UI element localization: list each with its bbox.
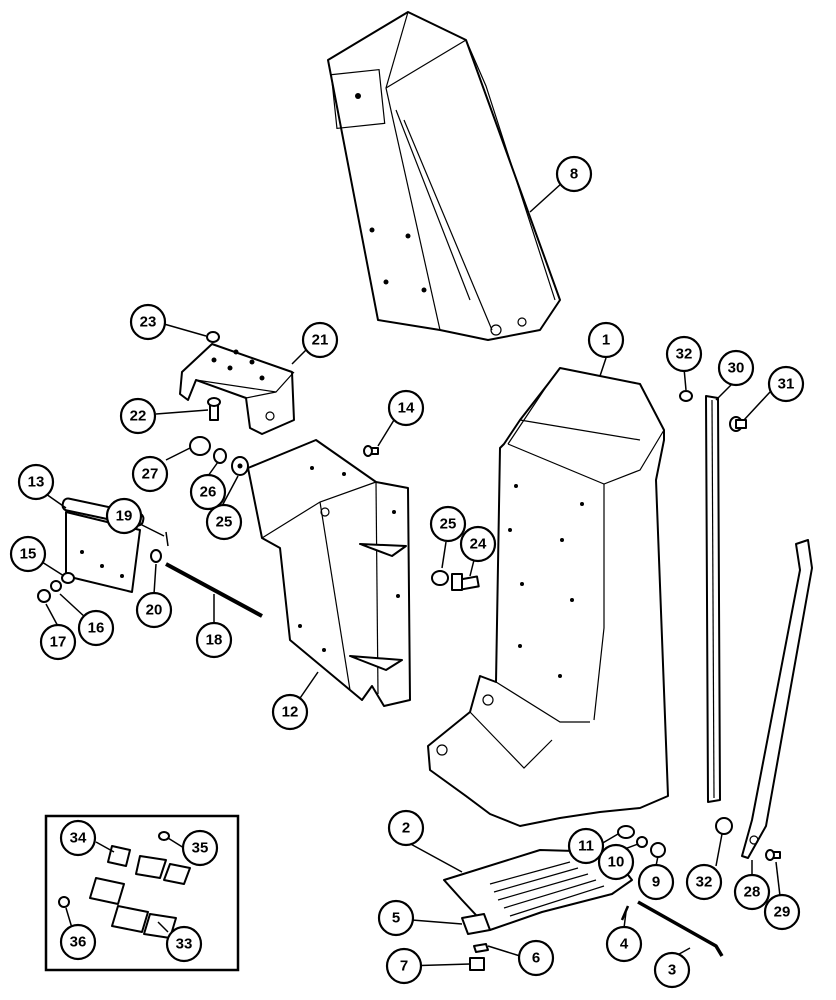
svg-text:23: 23 bbox=[140, 314, 157, 331]
callout-23: 23 bbox=[129, 303, 167, 341]
svg-text:29: 29 bbox=[774, 904, 791, 921]
svg-text:22: 22 bbox=[130, 408, 147, 425]
callout-14: 14 bbox=[387, 389, 425, 427]
svg-text:3: 3 bbox=[668, 962, 676, 979]
callout-28: 28 bbox=[733, 873, 771, 911]
callout-25a: 25 bbox=[429, 505, 467, 543]
svg-text:18: 18 bbox=[206, 632, 223, 649]
callout-1: 1 bbox=[587, 321, 625, 359]
svg-text:30: 30 bbox=[728, 360, 745, 377]
pin-rod-part bbox=[620, 900, 724, 957]
svg-text:36: 36 bbox=[70, 934, 87, 951]
svg-text:20: 20 bbox=[146, 602, 163, 619]
callout-13: 13 bbox=[17, 463, 55, 501]
svg-text:5: 5 bbox=[392, 910, 400, 927]
upper-chute-part bbox=[327, 11, 561, 341]
callout-7: 7 bbox=[385, 947, 423, 985]
svg-text:21: 21 bbox=[312, 332, 329, 349]
callout-4: 4 bbox=[605, 925, 643, 963]
svg-text:11: 11 bbox=[578, 838, 594, 855]
latch-part bbox=[461, 913, 491, 971]
svg-text:27: 27 bbox=[142, 466, 159, 483]
bushing-washer-set-part bbox=[189, 436, 249, 476]
svg-text:14: 14 bbox=[398, 400, 415, 417]
callout-21: 21 bbox=[301, 321, 339, 359]
svg-text:34: 34 bbox=[70, 830, 87, 847]
main-housing-part bbox=[427, 367, 669, 827]
callout-11: 11 bbox=[567, 827, 605, 865]
svg-text:25: 25 bbox=[440, 516, 457, 533]
step-grate-part bbox=[443, 849, 633, 931]
callout-6: 6 bbox=[517, 939, 555, 977]
svg-text:32: 32 bbox=[676, 346, 693, 363]
screw-part bbox=[363, 445, 379, 457]
callout-9: 9 bbox=[637, 863, 675, 901]
svg-text:8: 8 bbox=[570, 166, 578, 183]
callout-20: 20 bbox=[135, 591, 173, 629]
callout-19: 19 bbox=[105, 497, 143, 535]
rod-assembly-part bbox=[150, 531, 263, 618]
callout-35: 35 bbox=[181, 829, 219, 867]
svg-text:2: 2 bbox=[402, 820, 410, 837]
callout-27: 27 bbox=[131, 455, 169, 493]
callout-10: 10 bbox=[597, 843, 635, 881]
callout-32a: 32 bbox=[665, 335, 703, 373]
washer-nut-set-part bbox=[37, 572, 75, 603]
nut-bolt-top-part bbox=[679, 390, 747, 432]
callout-18: 18 bbox=[195, 621, 233, 659]
callout-33: 33 bbox=[165, 925, 203, 963]
svg-text:7: 7 bbox=[400, 958, 408, 975]
svg-text:10: 10 bbox=[608, 854, 625, 871]
svg-text:24: 24 bbox=[470, 536, 487, 553]
callout-12: 12 bbox=[271, 693, 309, 731]
hardware-stack-part bbox=[617, 825, 666, 858]
svg-text:4: 4 bbox=[620, 936, 629, 953]
callout-34: 34 bbox=[59, 819, 97, 857]
svg-text:15: 15 bbox=[20, 546, 37, 563]
callout-2: 2 bbox=[387, 809, 425, 847]
svg-text:16: 16 bbox=[88, 620, 105, 637]
svg-text:26: 26 bbox=[200, 484, 217, 501]
callout-15: 15 bbox=[9, 535, 47, 573]
svg-text:6: 6 bbox=[532, 950, 540, 967]
svg-text:28: 28 bbox=[744, 884, 761, 901]
diagonal-brace-part bbox=[741, 539, 813, 859]
svg-text:1: 1 bbox=[602, 332, 610, 349]
svg-text:9: 9 bbox=[652, 874, 660, 891]
mounting-bracket-part bbox=[179, 343, 295, 435]
callout-5: 5 bbox=[377, 899, 415, 937]
callout-3: 3 bbox=[653, 951, 691, 989]
callout-36: 36 bbox=[59, 923, 97, 961]
callout-30: 30 bbox=[717, 349, 755, 387]
nut-part bbox=[206, 331, 220, 343]
callout-32b: 32 bbox=[685, 863, 723, 901]
svg-text:35: 35 bbox=[192, 840, 209, 857]
svg-text:17: 17 bbox=[50, 634, 67, 651]
svg-text:12: 12 bbox=[282, 704, 299, 721]
svg-text:25: 25 bbox=[216, 514, 233, 531]
callout-25b: 25 bbox=[205, 503, 243, 541]
callout-24: 24 bbox=[459, 525, 497, 563]
svg-text:19: 19 bbox=[116, 508, 133, 525]
svg-text:32: 32 bbox=[696, 874, 713, 891]
washer-bolt-part bbox=[431, 570, 480, 591]
callout-29: 29 bbox=[763, 893, 801, 931]
svg-text:33: 33 bbox=[176, 936, 193, 953]
nut-bolt-lower-part bbox=[715, 817, 781, 861]
callout-8: 8 bbox=[555, 155, 593, 193]
callout-17: 17 bbox=[39, 623, 77, 661]
callout-26: 26 bbox=[189, 473, 227, 511]
vertical-strip-part bbox=[705, 395, 721, 803]
bolt-part bbox=[207, 397, 221, 421]
svg-text:13: 13 bbox=[28, 474, 45, 491]
callout-31: 31 bbox=[767, 365, 805, 403]
svg-text:31: 31 bbox=[778, 376, 795, 393]
callout-16: 16 bbox=[77, 609, 115, 647]
callout-22: 22 bbox=[119, 397, 157, 435]
lower-chute-part bbox=[247, 439, 411, 707]
